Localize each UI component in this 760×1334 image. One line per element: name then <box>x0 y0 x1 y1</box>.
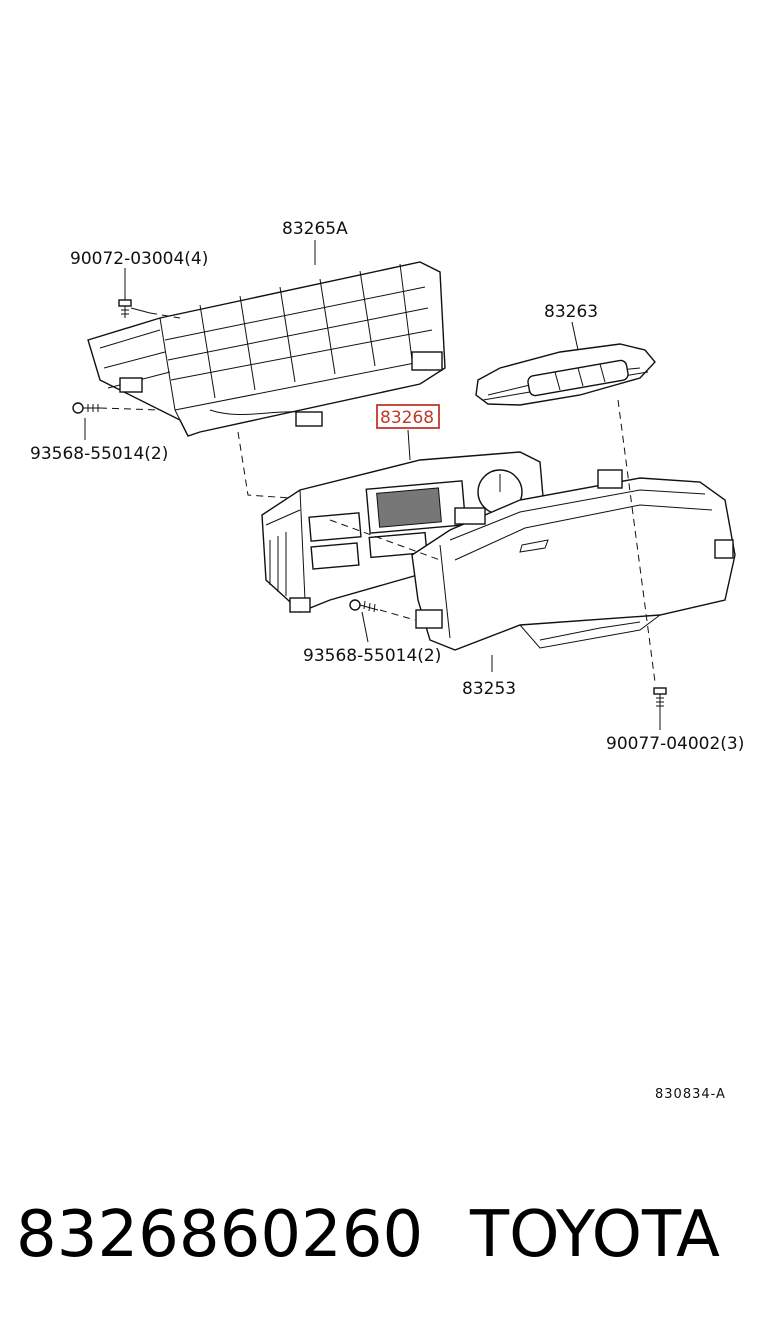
highlight-box <box>376 404 440 429</box>
screw-top-icon <box>118 299 151 318</box>
cover-part <box>475 343 656 406</box>
callout-bracket-top: 83265A <box>282 219 348 239</box>
callout-screw-mid: 93568-55014(2) <box>303 646 441 666</box>
callout-screw-top: 90072-03004(4) <box>70 249 208 269</box>
callout-screw-bottom: 90077-04002(3) <box>606 734 744 754</box>
callout-highlighted-part: 83268 <box>380 408 434 428</box>
part-number: 8326860260 <box>16 1198 423 1272</box>
callout-cover: 83263 <box>544 302 598 322</box>
screw-bottom-icon <box>653 687 667 712</box>
leader-lines <box>84 240 661 730</box>
screw-mid-icon <box>349 599 379 613</box>
diagram-code: 830834-A <box>655 1087 726 1102</box>
callout-screw-left: 93568-55014(2) <box>30 444 168 464</box>
rear-bracket-part <box>87 261 446 437</box>
callout-front-panel: 83253 <box>462 679 516 699</box>
lcd-grid <box>376 487 442 528</box>
meter-assembly-part <box>261 451 546 613</box>
brand-name: TOYOTA <box>469 1198 720 1272</box>
screw-left-icon <box>72 402 100 414</box>
front-panel-part <box>411 469 736 651</box>
